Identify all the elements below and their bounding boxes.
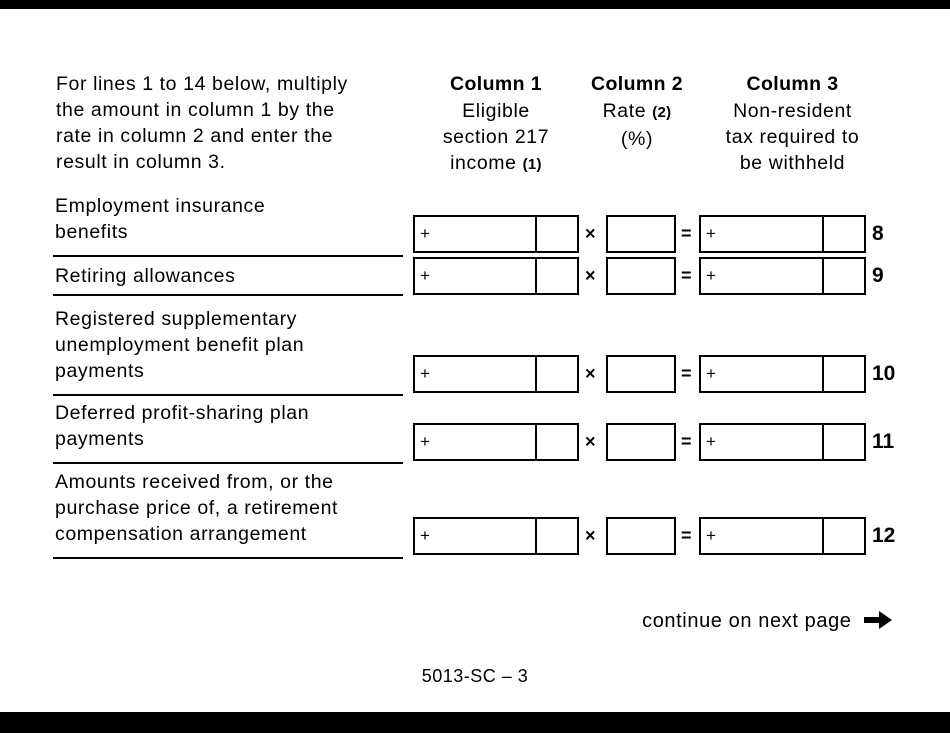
- line-8-col1-amount-field[interactable]: +: [413, 215, 579, 253]
- equals-sign: =: [681, 223, 692, 244]
- plus-sign: +: [706, 224, 716, 243]
- cents-divider: [822, 217, 824, 251]
- column1-header: Column 1 Eligible section 217 income (1): [420, 71, 572, 178]
- column3-header: Column 3 Non-resident tax required to be…: [700, 71, 885, 176]
- line-9-col2-rate-field[interactable]: [606, 257, 676, 295]
- plus-sign: +: [706, 526, 716, 545]
- line-8-col3-result-field[interactable]: +: [699, 215, 866, 253]
- line-11-col1-amount-field[interactable]: +: [413, 423, 579, 461]
- cents-divider: [822, 519, 824, 553]
- multiply-sign: ×: [585, 431, 596, 452]
- column2-sub1-text: Rate: [602, 100, 647, 122]
- line-9-col1-amount-field[interactable]: +: [413, 257, 579, 295]
- column1-sub3: income (1): [420, 150, 572, 178]
- label-underline-line-9: [53, 294, 403, 296]
- line-11-col3-result-field[interactable]: +: [699, 423, 866, 461]
- continue-text: continue on next page: [642, 610, 852, 632]
- row-label-line-8: Employment insurance benefits: [55, 195, 266, 243]
- column1-title: Column 1: [449, 73, 543, 95]
- arrow-right-icon: [864, 611, 892, 634]
- line-number-8: 8: [872, 222, 884, 245]
- plus-sign: +: [420, 526, 430, 545]
- plus-sign: +: [706, 364, 716, 383]
- line-9-col3-result-field[interactable]: +: [699, 257, 866, 295]
- line-number-9: 9: [872, 264, 884, 287]
- continue-note: continue on next page: [400, 610, 892, 634]
- top-border-bar: [0, 0, 950, 9]
- line-number-12: 12: [872, 524, 896, 547]
- cents-divider: [535, 519, 537, 553]
- equals-sign: =: [681, 363, 692, 384]
- line-number-11: 11: [872, 430, 895, 453]
- column1-sub3-text: income: [450, 152, 517, 174]
- plus-sign: +: [420, 432, 430, 451]
- line-10-col2-rate-field[interactable]: [606, 355, 676, 393]
- column3-subtitle: Non-resident tax required to be withheld: [725, 100, 860, 174]
- column1-sub2: section 217: [442, 126, 550, 148]
- multiply-sign: ×: [585, 363, 596, 384]
- line-12-col2-rate-field[interactable]: [606, 517, 676, 555]
- column2-title: Column 2: [590, 73, 684, 95]
- label-underline-line-12: [53, 557, 403, 559]
- cents-divider: [822, 357, 824, 391]
- equals-sign: =: [681, 525, 692, 546]
- plus-sign: +: [420, 364, 430, 383]
- row-label-line-12: Amounts received from, or the purchase p…: [55, 471, 339, 545]
- plus-sign: +: [706, 432, 716, 451]
- line-10-col3-result-field[interactable]: +: [699, 355, 866, 393]
- row-label-line-9: Retiring allowances: [55, 265, 236, 287]
- bottom-border-bar: [0, 712, 950, 733]
- column3-title: Column 3: [746, 73, 839, 95]
- footnote-2-marker: (2): [652, 104, 672, 121]
- equals-sign: =: [681, 431, 692, 452]
- page-number: 5013-SC – 3: [421, 666, 529, 686]
- cents-divider: [535, 425, 537, 459]
- multiply-sign: ×: [585, 265, 596, 286]
- column1-sub1: Eligible: [462, 100, 530, 122]
- footnote-1-marker: (1): [522, 156, 542, 173]
- plus-sign: +: [420, 224, 430, 243]
- cents-divider: [535, 259, 537, 293]
- plus-sign: +: [706, 266, 716, 285]
- cents-divider: [822, 259, 824, 293]
- multiply-sign: ×: [585, 223, 596, 244]
- label-underline-line-8: [53, 255, 403, 257]
- plus-sign: +: [420, 266, 430, 285]
- line-11-col2-rate-field[interactable]: [606, 423, 676, 461]
- multiply-sign: ×: [585, 525, 596, 546]
- row-label-line-11: Deferred profit-sharing plan payments: [55, 402, 310, 450]
- row-label-line-10: Registered supplementary unemployment be…: [55, 308, 305, 382]
- column2-header: Column 2 Rate (2) (%): [581, 71, 693, 152]
- line-12-col1-amount-field[interactable]: +: [413, 517, 579, 555]
- line-12-col3-result-field[interactable]: +: [699, 517, 866, 555]
- cents-divider: [822, 425, 824, 459]
- line-10-col1-amount-field[interactable]: +: [413, 355, 579, 393]
- equals-sign: =: [681, 265, 692, 286]
- label-underline-line-10: [53, 394, 403, 396]
- label-underline-line-11: [53, 462, 403, 464]
- column2-sub1: Rate (2): [581, 98, 693, 126]
- instructions: For lines 1 to 14 below, multiply the am…: [56, 73, 348, 173]
- cents-divider: [535, 357, 537, 391]
- cents-divider: [535, 217, 537, 251]
- line-8-col2-rate-field[interactable]: [606, 215, 676, 253]
- line-number-10: 10: [872, 362, 896, 385]
- column2-sub2: (%): [620, 128, 654, 150]
